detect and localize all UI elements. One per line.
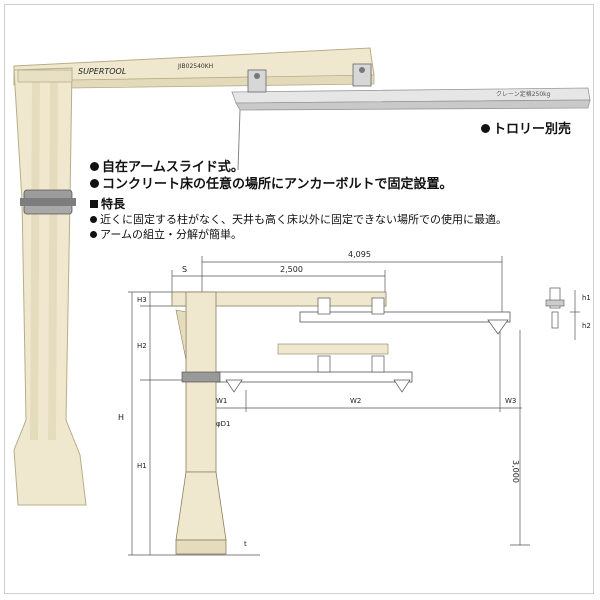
label-t: t xyxy=(244,540,247,548)
feature-item: アームの組立・分解が簡単。 xyxy=(90,226,242,242)
dim-height: 3,000 xyxy=(511,460,520,483)
bullet-dot-icon xyxy=(481,124,490,133)
label-h2: H2 xyxy=(137,342,147,350)
crane-arm xyxy=(13,47,375,89)
model-text: JIB02540KH xyxy=(177,63,213,70)
label-w1: W1 xyxy=(216,397,227,405)
arm-trolleys xyxy=(247,63,372,93)
bullet-dot-icon xyxy=(90,162,99,171)
bullet-item: 自在アームスライド式。 xyxy=(90,156,244,175)
label-small-h1: h1 xyxy=(582,294,591,302)
bullet-dot-icon xyxy=(90,216,97,223)
crane-pillar xyxy=(13,67,87,506)
label-w3: W3 xyxy=(505,397,516,405)
swivel-collar xyxy=(20,189,76,215)
label-d1: φD1 xyxy=(216,420,230,428)
feature-item: 近くに固定する柱がなく、天井も高く床以外に固定できない場所での使用に最適。 xyxy=(90,211,507,227)
label-s: S xyxy=(182,265,187,274)
dim-arm-length: 2,500 xyxy=(280,265,303,274)
diagram-column xyxy=(175,291,227,555)
label-h: H xyxy=(118,413,124,422)
trolley-rail xyxy=(231,87,591,171)
diagram-arm-lower xyxy=(211,343,413,393)
square-bullet-icon xyxy=(90,200,98,208)
label-h3: H3 xyxy=(137,296,147,304)
diagram-trolley-detail xyxy=(545,287,565,329)
brand-text: SUPERTOOL xyxy=(78,67,126,76)
label-w2: W2 xyxy=(350,397,361,405)
label-h1: H1 xyxy=(137,462,147,470)
image-frame xyxy=(4,4,594,594)
dim-total-width: 4,095 xyxy=(348,250,371,259)
features-heading: 特長 xyxy=(90,195,125,212)
label-small-h2: h2 xyxy=(582,322,591,330)
bullet-dot-icon xyxy=(90,179,99,188)
beam-label: クレーン定格250kg xyxy=(496,90,551,98)
bullet-item: コンクリート床の任意の場所にアンカーボルトで固定設置。 xyxy=(90,173,452,192)
trolley-note: トロリー別売 xyxy=(481,118,571,137)
bullet-dot-icon xyxy=(90,231,97,238)
diagram-arm-upper xyxy=(171,291,511,335)
